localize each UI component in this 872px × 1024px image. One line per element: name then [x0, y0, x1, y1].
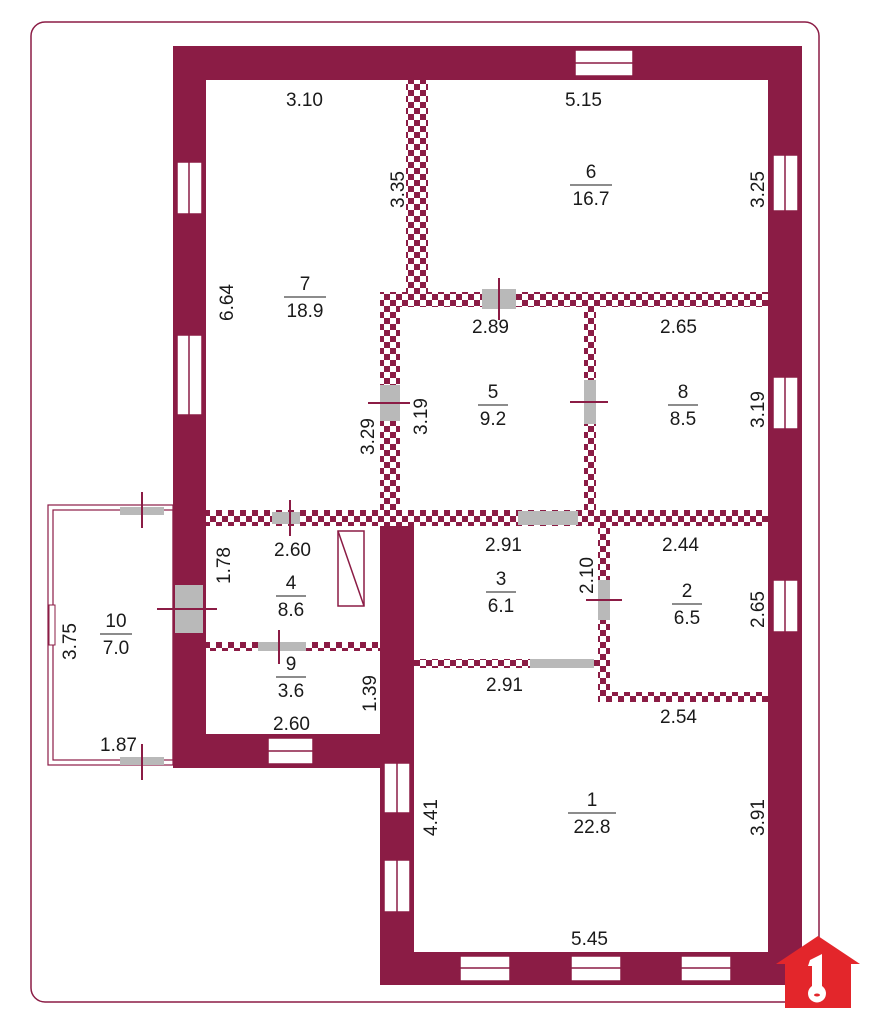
room-number: 5	[488, 382, 499, 403]
dimension: 2.65	[660, 317, 697, 338]
room-number: 9	[286, 654, 297, 675]
room-3: 36.1	[488, 569, 514, 617]
dimension: 1.87	[100, 735, 137, 756]
room-number: 3	[496, 569, 507, 590]
room-number: 4	[286, 573, 297, 594]
room-labels	[100, 184, 702, 814]
dimension: 2.91	[485, 535, 522, 556]
room-number: 8	[678, 382, 689, 403]
window	[574, 49, 634, 77]
dimension: 6.64	[217, 284, 238, 321]
door	[272, 512, 300, 524]
dimension: 3.91	[748, 799, 769, 836]
room-8: 88.5	[670, 382, 696, 430]
dimension: 3.19	[411, 398, 432, 435]
room-number: 2	[682, 581, 693, 602]
window	[176, 334, 203, 416]
room-area: 8.5	[670, 409, 696, 430]
room-area: 7.0	[103, 638, 129, 659]
room-area: 8.6	[278, 600, 304, 621]
window	[383, 762, 411, 814]
logo-icon	[776, 936, 860, 1008]
window	[459, 955, 511, 982]
window	[772, 376, 799, 430]
dimension: 3.10	[286, 90, 323, 111]
plan-border	[30, 21, 820, 1003]
window	[383, 859, 411, 913]
dimension: 1.78	[214, 547, 235, 584]
room-9: 93.6	[278, 654, 304, 702]
dimension: 3.25	[748, 171, 769, 208]
dimension: 2.44	[662, 535, 699, 556]
dimension: 3.35	[388, 171, 409, 208]
door	[530, 659, 594, 668]
dimension: 2.89	[472, 317, 509, 338]
shaft	[337, 530, 365, 607]
room-area: 22.8	[574, 817, 611, 838]
room-area: 3.6	[278, 681, 304, 702]
room-number: 7	[300, 274, 311, 295]
room-number: 10	[105, 611, 126, 632]
window	[680, 955, 732, 982]
room-area: 9.2	[480, 409, 506, 430]
dimension: 4.41	[421, 799, 442, 836]
dimension: 2.54	[660, 707, 697, 728]
door	[258, 642, 306, 651]
windows	[176, 49, 799, 982]
window	[772, 154, 799, 212]
dimension: 3.29	[358, 418, 379, 455]
room-number: 1	[587, 790, 598, 811]
room-7: 718.9	[287, 274, 324, 322]
room-1: 122.8	[574, 790, 611, 838]
door	[518, 511, 578, 525]
window	[772, 579, 799, 633]
dimension: 5.15	[565, 90, 602, 111]
dimension: 3.19	[748, 391, 769, 428]
room-area: 18.9	[287, 301, 324, 322]
dimension: 2.91	[486, 675, 523, 696]
dimension: 2.10	[577, 557, 598, 594]
door-ticks	[141, 278, 622, 780]
dimension: 3.75	[60, 623, 81, 660]
balcony-window	[48, 604, 56, 646]
dimension: 2.60	[273, 714, 310, 735]
room-number: 6	[586, 162, 597, 183]
room-area: 16.7	[573, 189, 610, 210]
window	[570, 955, 622, 982]
window	[267, 737, 314, 765]
room-area: 6.1	[488, 596, 514, 617]
dimension: 2.65	[748, 591, 769, 628]
room-4: 48.6	[278, 573, 304, 621]
room-5: 59.2	[480, 382, 506, 430]
dimension: 1.39	[360, 675, 381, 712]
dimensions: 3.10 5.15 3.35 3.25 6.64 2.89 2.65 3.29 …	[60, 90, 769, 950]
room-6: 616.7	[573, 162, 610, 210]
doors	[48, 289, 610, 765]
room-area: 6.5	[674, 608, 700, 629]
dimension: 5.45	[571, 929, 608, 950]
dimension: 2.60	[274, 540, 311, 561]
room-10: 107.0	[103, 611, 129, 659]
window	[176, 161, 203, 215]
room-2: 26.5	[674, 581, 700, 629]
